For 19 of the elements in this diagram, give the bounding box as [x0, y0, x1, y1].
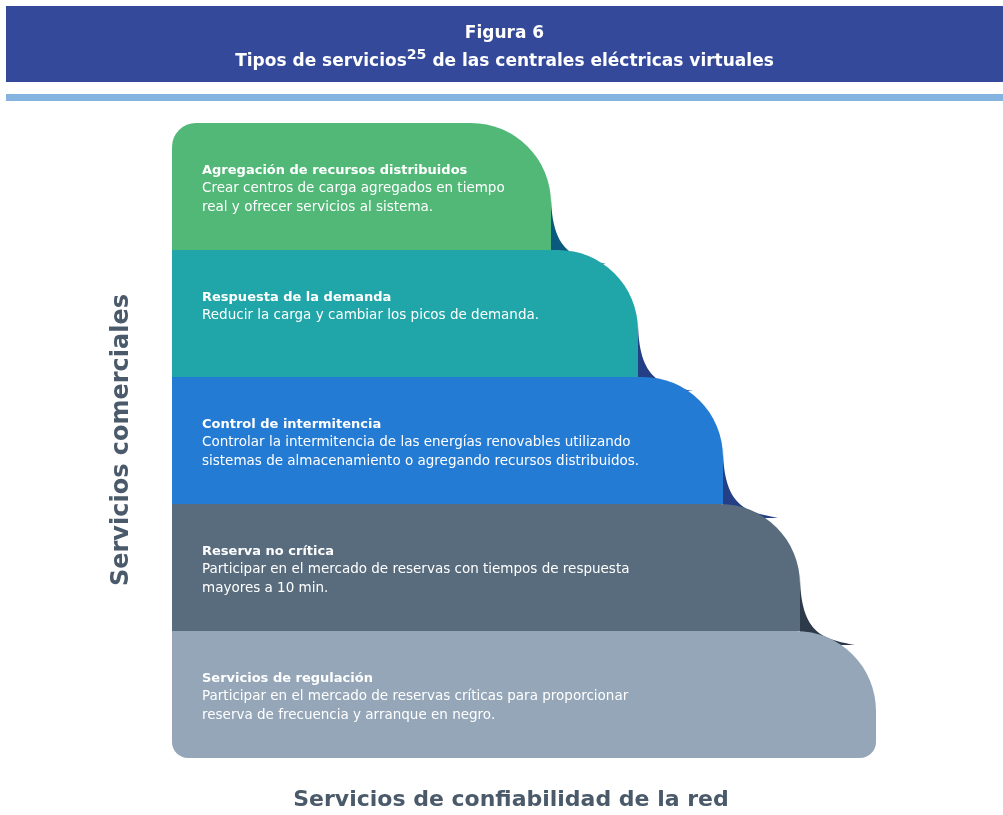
band-description: Reducir la carga y cambiar los picos de demanda. [202, 305, 541, 324]
band-description: Participar en el mercado de reservas críticas para proporcionar reserva de frecuencia y arranque en negro. [202, 686, 630, 724]
figure-number: Figura 6 [463, 22, 546, 42]
axis-label: Servicios de confiabilidad de la red [292, 786, 730, 811]
band-heading: Reserva no crítica [202, 542, 335, 559]
band-heading: Servicios de regulación [202, 669, 374, 686]
step-band [172, 631, 876, 758]
band-description: Participar en el mercado de reservas con tiempos de respuesta mayores a 10 min. [202, 559, 631, 597]
step-band [172, 504, 800, 631]
band-description: Controlar la intermitencia de las energías renovables utilizando sistemas de almacenamiento o agregando recursos distribuidos. [202, 432, 641, 470]
band-heading: Respuesta de la demanda [202, 288, 393, 305]
band-description: Crear centros de carga agregados en tiempo real y ofrecer servicios al sistema. [202, 178, 506, 216]
axis-label: Servicios comerciales [106, 293, 134, 587]
band-heading: Control de intermitencia [202, 415, 383, 432]
step-band [172, 123, 551, 250]
step-band [172, 250, 638, 377]
figure-title: Tipos de servicios$^{25}$ de las centrales eléctricas virtuales [234, 46, 775, 70]
band-heading: Agregación de recursos distribuidos [202, 161, 469, 178]
step-band [172, 377, 723, 504]
